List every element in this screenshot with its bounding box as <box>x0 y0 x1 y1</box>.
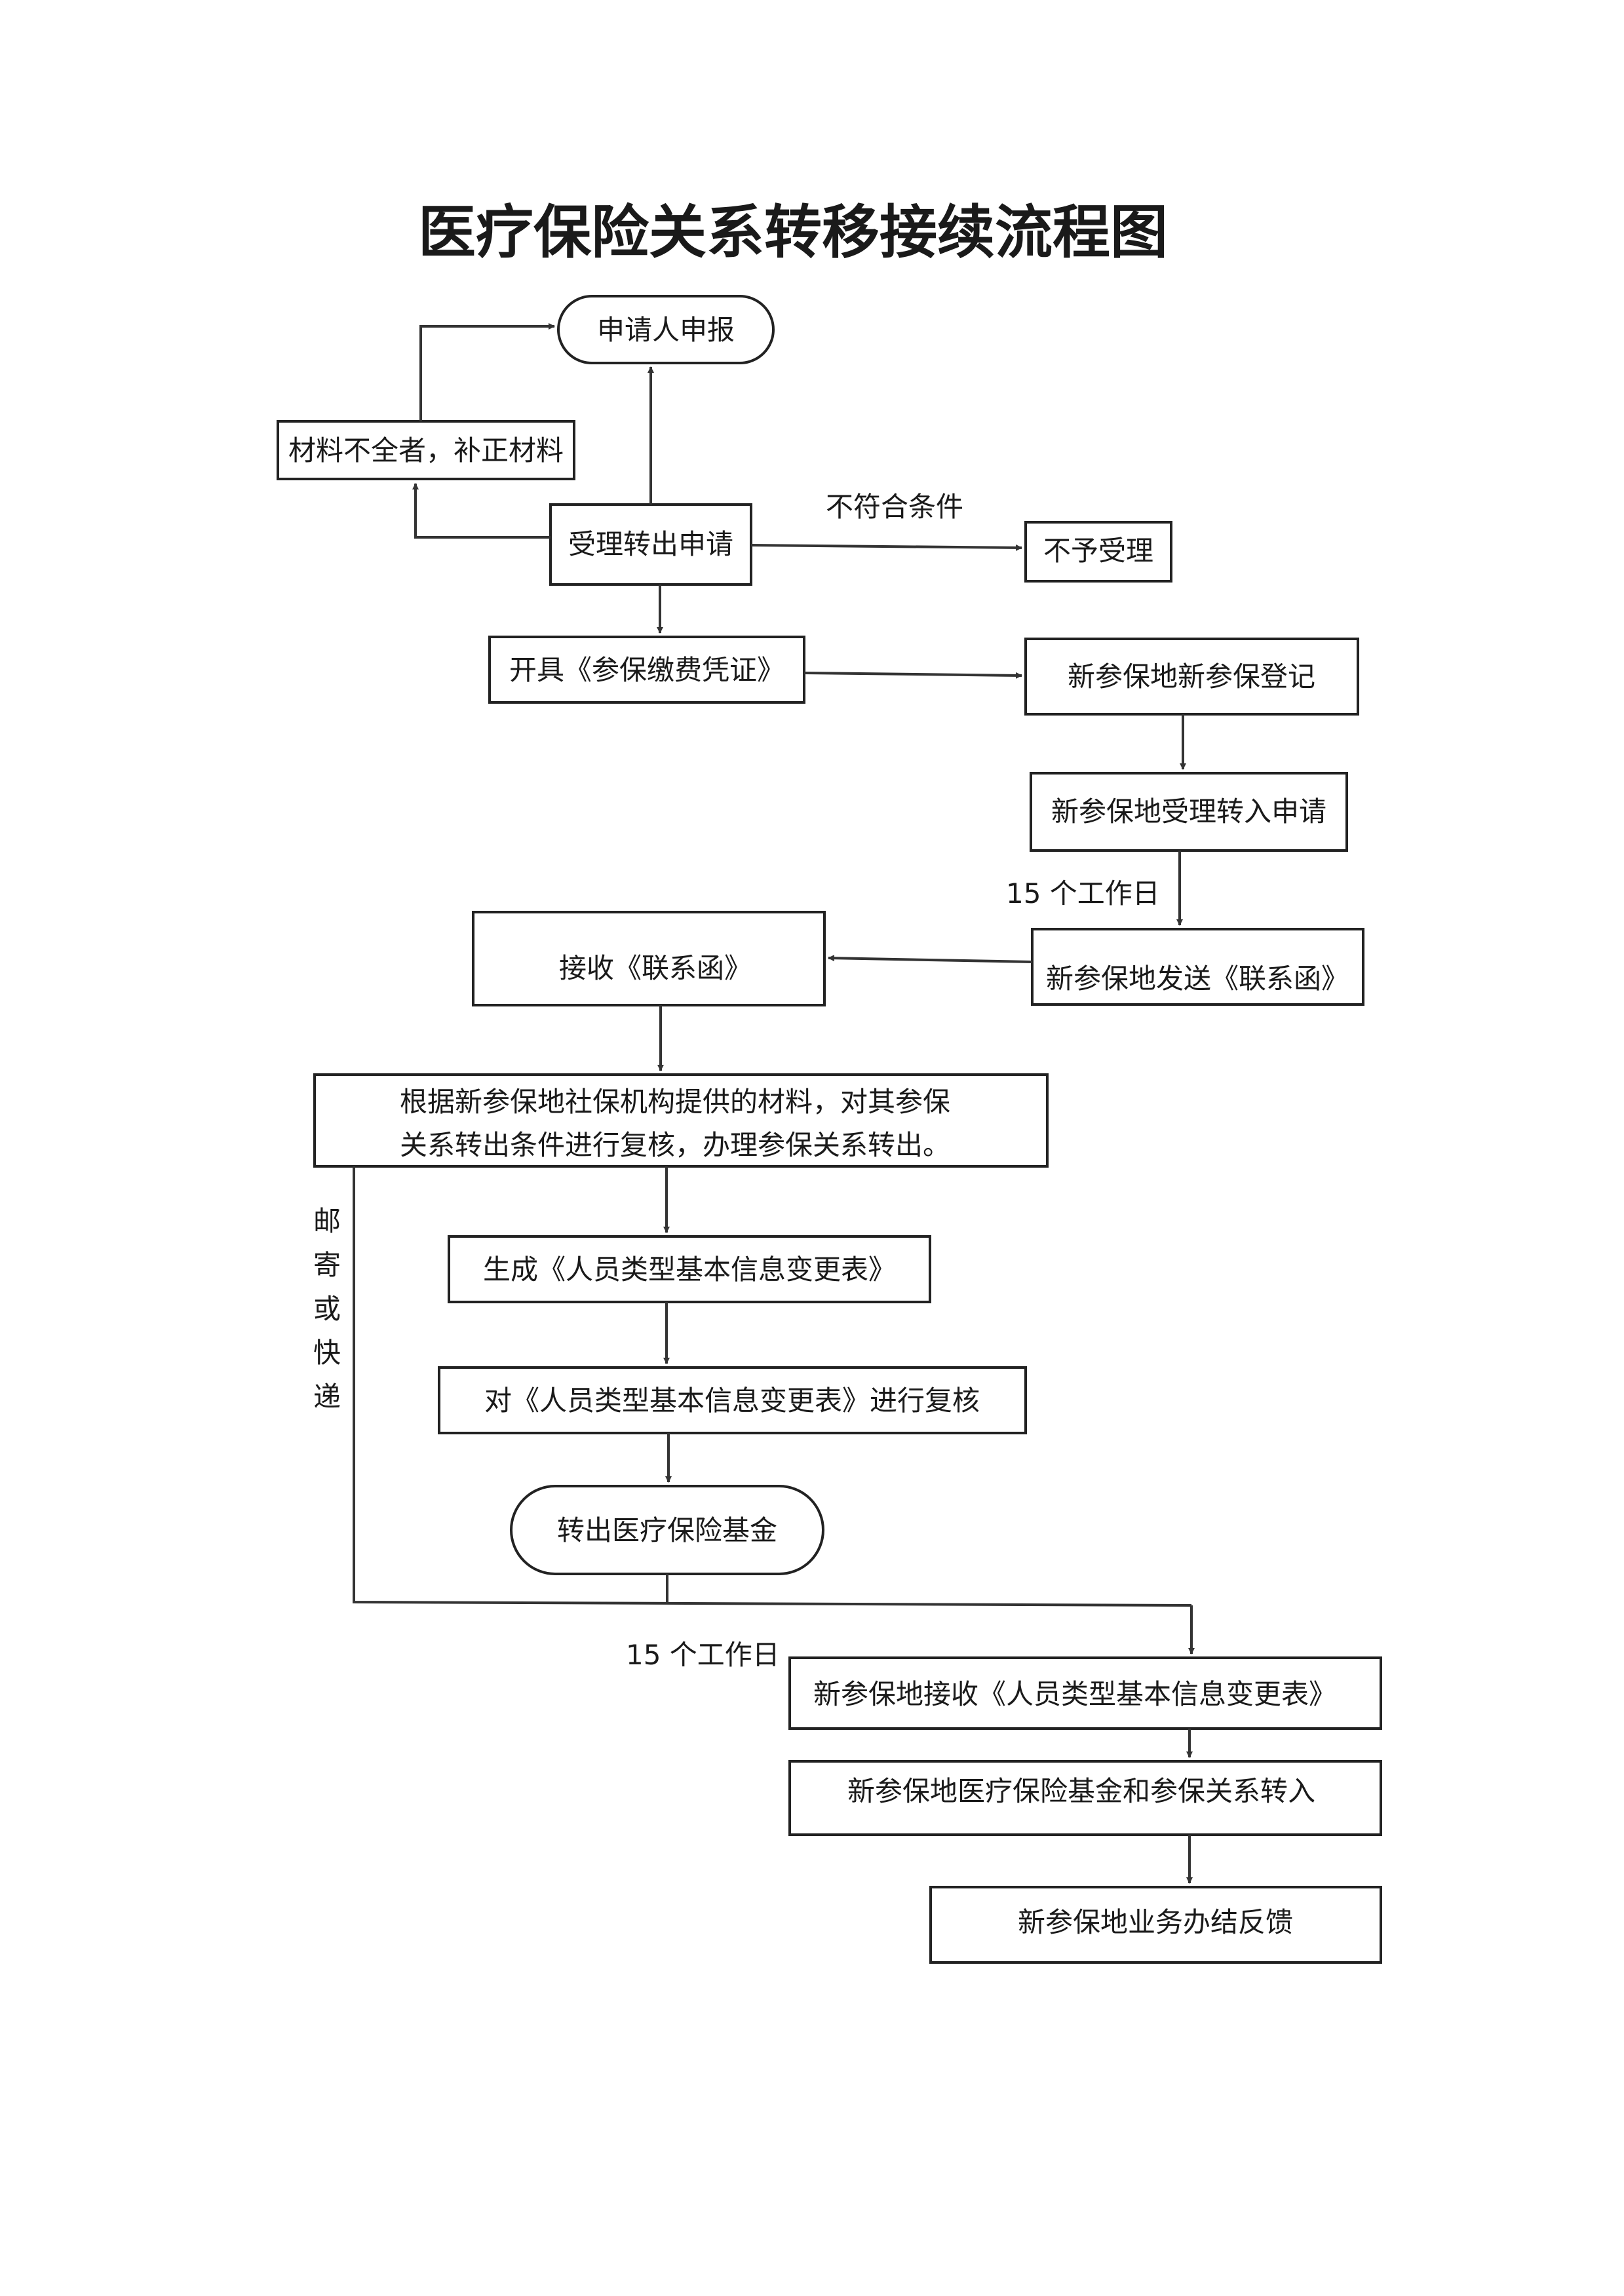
label-mail-char-5: 递 <box>313 1381 341 1413</box>
node-accept-transfer-out: 受理转出申请 <box>549 503 752 586</box>
label-mail-char-1: 邮 <box>313 1205 341 1237</box>
node-review-form: 对《人员类型基本信息变更表》进行复核 <box>438 1366 1027 1434</box>
node-reject-label: 不予受理 <box>1043 535 1153 567</box>
node-issue-certificate: 开具《参保缴费凭证》 <box>488 636 805 704</box>
node-new-accept-transfer-in: 新参保地受理转入申请 <box>1030 772 1348 852</box>
node-generate-form: 生成《人员类型基本信息变更表》 <box>448 1235 931 1303</box>
node-new-register: 新参保地新参保登记 <box>1024 638 1359 716</box>
node-new-feedback: 新参保地业务办结反馈 <box>929 1886 1382 1964</box>
label-mail-char-2: 寄 <box>313 1249 341 1281</box>
node-supplement-label: 材料不全者，补正材料 <box>288 434 564 467</box>
node-accept-transfer-out-label: 受理转出申请 <box>568 528 733 560</box>
label-15-days-1: 15 个工作日 <box>1006 877 1160 909</box>
node-transfer-fund-label: 转出医疗保险基金 <box>557 1514 777 1546</box>
node-apply-label: 申请人申报 <box>597 314 735 346</box>
node-new-accept-transfer-in-label: 新参保地受理转入申请 <box>1051 795 1326 828</box>
node-generate-form-label: 生成《人员类型基本信息变更表》 <box>483 1253 896 1286</box>
node-issue-certificate-label: 开具《参保缴费凭证》 <box>509 654 784 686</box>
label-mail-char-3: 或 <box>313 1293 341 1325</box>
label-mail-or-express: 邮 寄 或 快 递 <box>313 1205 341 1413</box>
edge-supplement-to-apply <box>419 323 555 421</box>
edge-accept-to-reject <box>750 544 1022 551</box>
node-receive-letter: 接收《联系函》 <box>472 911 826 1006</box>
page-title: 医疗保险关系转移接续流程图 <box>418 199 1168 266</box>
edge-certificate-to-register <box>803 672 1022 679</box>
label-not-qualified: 不符合条件 <box>826 491 963 523</box>
label-15-days-2: 15 个工作日 <box>626 1639 780 1671</box>
node-new-send-letter-label: 新参保地发送《联系函》 <box>1046 963 1349 995</box>
edge-accept-to-supplement <box>412 483 551 539</box>
node-reject: 不予受理 <box>1024 521 1172 583</box>
edge-send-letter-to-receive <box>828 955 1033 963</box>
node-new-fund-transfer-in: 新参保地医疗保险基金和参保关系转入 <box>788 1760 1382 1836</box>
node-supplement: 材料不全者，补正材料 <box>277 420 575 480</box>
node-review-line2: 关系转出条件进行复核，办理参保关系转出。 <box>400 1129 950 1161</box>
node-review-line1: 根据新参保地社保机构提供的材料，对其参保 <box>400 1086 950 1118</box>
node-new-fund-transfer-in-label: 新参保地医疗保险基金和参保关系转入 <box>847 1775 1315 1807</box>
node-review-transfer-out: 根据新参保地社保机构提供的材料，对其参保 关系转出条件进行复核，办理参保关系转出… <box>313 1073 1049 1168</box>
node-transfer-fund: 转出医疗保险基金 <box>510 1485 824 1575</box>
node-new-receive-form-label: 新参保地接收《人员类型基本信息变更表》 <box>813 1678 1336 1710</box>
node-new-feedback-label: 新参保地业务办结反馈 <box>1018 1906 1293 1938</box>
node-new-send-letter: 新参保地发送《联系函》 <box>1031 928 1364 1006</box>
node-new-receive-form: 新参保地接收《人员类型基本信息变更表》 <box>788 1656 1382 1730</box>
label-mail-char-4: 快 <box>313 1337 341 1369</box>
node-review-form-label: 对《人员类型基本信息变更表》进行复核 <box>484 1385 980 1417</box>
edge-mail-path <box>353 1166 1192 1607</box>
node-receive-letter-label: 接收《联系函》 <box>559 952 752 984</box>
node-new-register-label: 新参保地新参保登记 <box>1068 660 1315 693</box>
node-apply: 申请人申报 <box>557 295 775 364</box>
